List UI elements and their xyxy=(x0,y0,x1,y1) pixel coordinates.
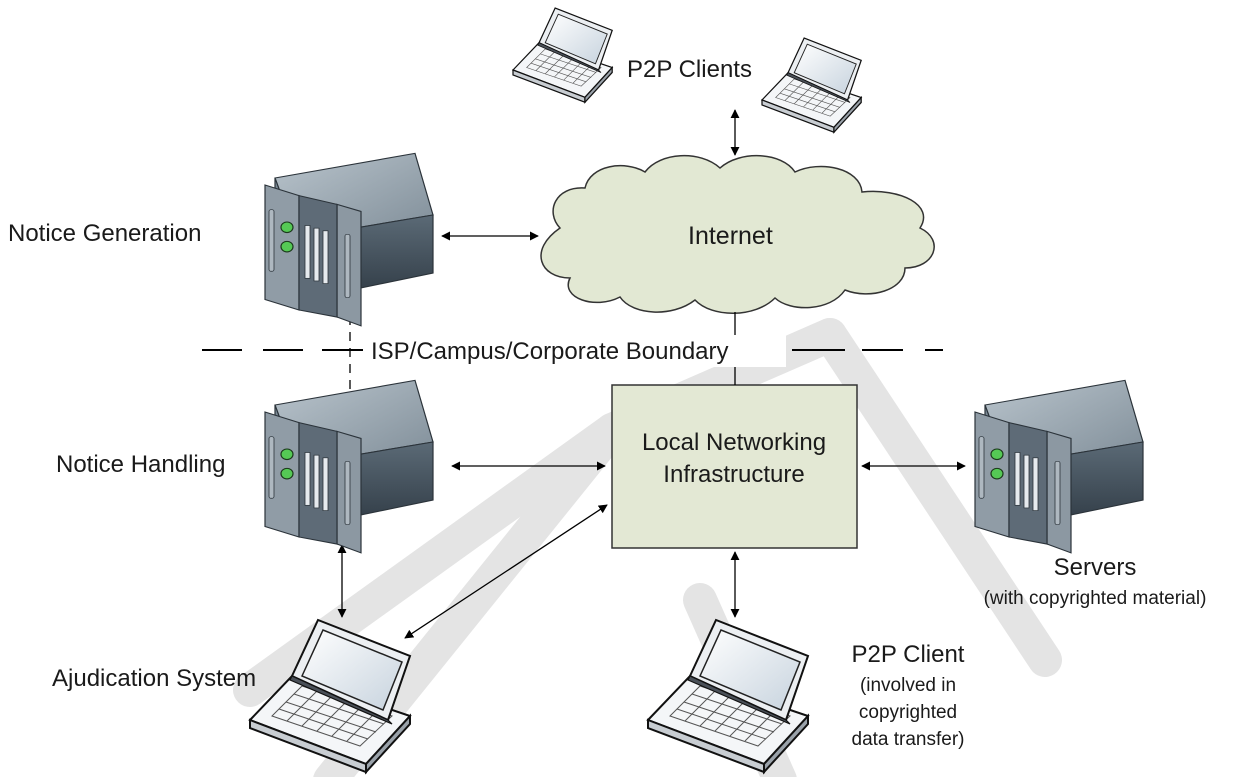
local-networking-label-1: Local Networking xyxy=(642,429,826,456)
servers-label: Servers xyxy=(1054,554,1137,581)
p2p-clients-label: P2P Clients xyxy=(627,56,752,83)
boundary-label: ISP/Campus/Corporate Boundary xyxy=(371,338,729,365)
servers-note: (with copyrighted material) xyxy=(984,588,1207,609)
local-networking-box xyxy=(611,384,858,549)
connectors xyxy=(337,109,966,639)
internet-cloud xyxy=(540,155,935,314)
local-networking-label-2: Infrastructure xyxy=(663,461,804,488)
p2p-client-laptop-2 xyxy=(761,37,862,133)
p2p-client-note-2: copyrighted xyxy=(859,702,957,723)
notice-handling-label: Notice Handling xyxy=(56,451,225,478)
notice-generation-label: Notice Generation xyxy=(8,220,201,247)
notice-generation-server xyxy=(264,152,434,327)
adjudication-system-label: Ajudication System xyxy=(52,665,256,692)
p2p-client-note-1: (involved in xyxy=(860,675,956,696)
p2p-client-laptop-1 xyxy=(512,7,613,103)
p2p-client-note-3: data transfer) xyxy=(852,729,965,750)
notice-handling-server xyxy=(264,379,434,554)
servers-icon xyxy=(974,379,1144,554)
p2p-client-label: P2P Client xyxy=(852,641,965,668)
internet-label: Internet xyxy=(688,222,773,250)
p2p-client-laptop xyxy=(647,619,809,773)
adjudication-laptop xyxy=(249,619,411,773)
